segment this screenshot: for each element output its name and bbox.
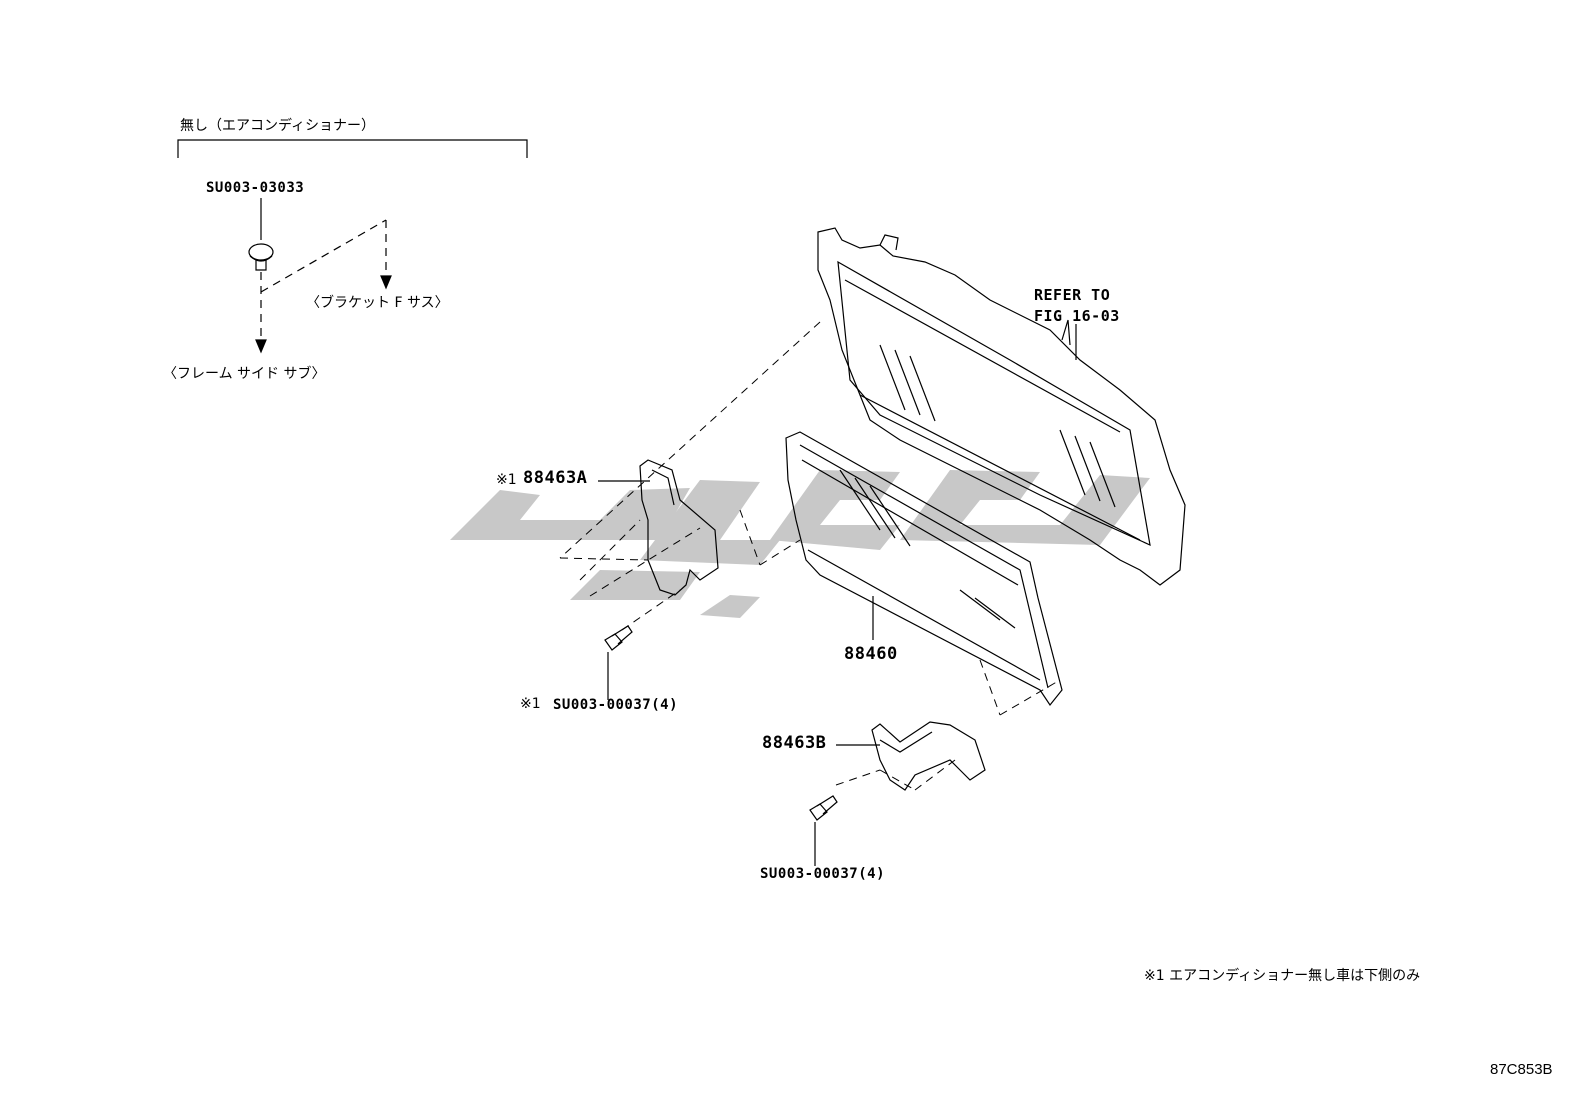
part-88463a-mark: ※1: [496, 472, 517, 488]
bolt-lower-part-number: SU003-00037(4): [760, 866, 886, 882]
radiator-outline: [817, 227, 1186, 586]
drawing-code-label: 87C853B: [1490, 1061, 1553, 1078]
frame-side-sub-label: 〈フレーム サイド サブ〉: [163, 366, 326, 382]
refer-fig-label: FIG 16-03: [1034, 307, 1120, 325]
condenser-fins: [839, 469, 1016, 629]
bolt-lower: [809, 795, 838, 866]
clip-dash-diagonal: [260, 219, 387, 293]
bracket-88463b-outline: [836, 721, 986, 791]
condenser-outline: [785, 431, 1063, 707]
clip-arrow-down: [255, 339, 267, 354]
bolt-upper-mark: ※1: [520, 696, 541, 712]
refer-to-label: REFER TO: [1034, 286, 1111, 304]
no-ac-bracket-group: [177, 139, 528, 354]
bracket-88463a-outline: [598, 459, 719, 596]
part-88463a-label: 88463A: [523, 468, 588, 488]
header-bracket-line: [177, 139, 528, 158]
clip-icon: [248, 243, 274, 271]
bolt-upper-part-number: SU003-00037(4): [553, 697, 679, 713]
no-ac-header-label: 無し（エアコンディショナー）: [180, 118, 376, 134]
bracket-arrow-down: [380, 275, 392, 290]
watermark-logo: [450, 470, 1150, 618]
footnote-label: ※1 エアコンディショナー無し車は下側のみ: [1144, 968, 1421, 984]
part-88463b-label: 88463B: [762, 733, 827, 753]
assembly-dashed-lines: [559, 321, 1061, 791]
radiator-fins: [879, 344, 1116, 508]
part-88460-label: 88460: [844, 644, 898, 664]
bracket-f-sub-label: 〈ブラケット F サス〉: [306, 295, 449, 311]
clip-part-number: SU003-03033: [206, 180, 305, 196]
bolt-upper: [604, 625, 633, 700]
